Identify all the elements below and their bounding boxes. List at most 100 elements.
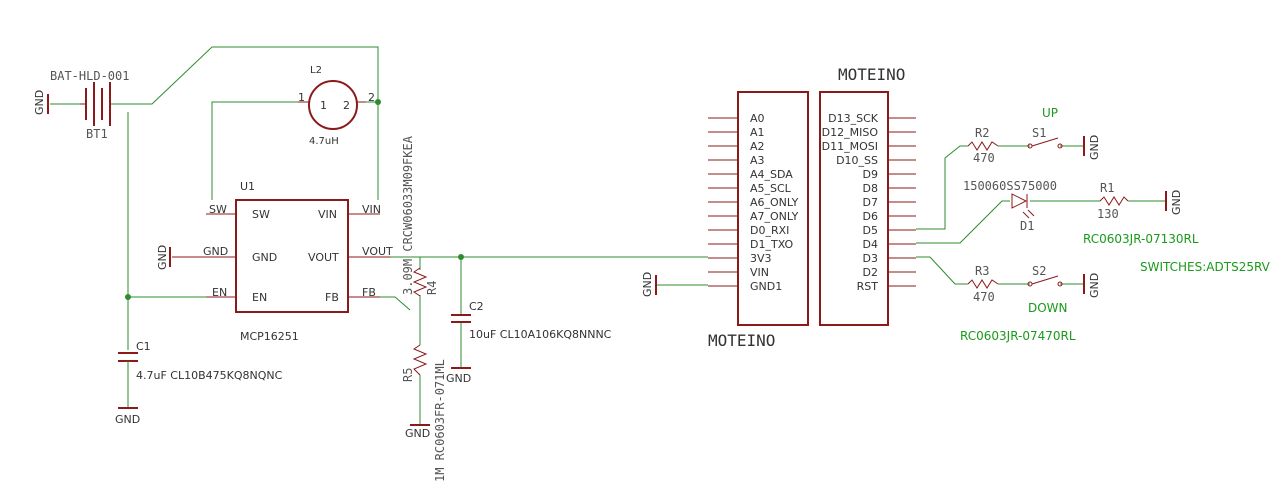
r3-part: RC0603JR-07470RL <box>960 329 1076 343</box>
led-emission-icon <box>1022 211 1030 219</box>
battery-bt1: BAT-HLD-001 BT1 GND <box>33 69 129 141</box>
moteino-right-pin-label: D13_SCK <box>828 112 879 125</box>
moteino-left-pin-label: A1 <box>750 126 765 139</box>
inductor-coil-icon <box>308 80 358 130</box>
moteino-left-body <box>737 91 809 326</box>
inductor-value: 4.7uH <box>309 136 339 147</box>
regulator-pin-sw: SW <box>252 208 270 221</box>
r5-value: 1M RC0603FR-071ML <box>433 359 447 482</box>
moteino-left-pin-label: A5_SCL <box>750 182 792 195</box>
moteino-right-pin-label: D4 <box>863 238 878 251</box>
net-label-en: EN <box>212 286 227 299</box>
moteino-left-title: MOTEINO <box>708 331 775 350</box>
resistor-zigzag-icon <box>412 267 428 297</box>
moteino-left-pin-label: A2 <box>750 140 765 153</box>
moteino-right-pin-label: RST <box>857 280 879 293</box>
moteino-right-pin-label: D12_MISO <box>822 126 879 139</box>
led-diode-icon <box>1011 193 1028 209</box>
r1-ref: R1 <box>1100 181 1114 195</box>
moteino-left-pin-label: D0_RXI <box>750 224 789 237</box>
net-label-gnd: GND <box>203 245 228 258</box>
s1-gnd: GND <box>1088 135 1101 160</box>
moteino-right: MOTEINO D13_SCKD12_MISOD11_MOSID10_SSD9D… <box>819 65 916 326</box>
capacitor-c2: C2 10uF CL10A106KQ8NNNC GND <box>446 300 612 385</box>
resistor-r1: R1 130 GND RC0603JR-07130RL <box>1083 181 1199 246</box>
resistor-zigzag-icon <box>1099 196 1129 206</box>
led-emission-icon <box>1027 209 1035 217</box>
s1-ref: S1 <box>1032 126 1046 140</box>
c1-value: 4.7uF CL10B475KQ8NQNC <box>136 369 283 382</box>
r4-value: 3.09M CRCW06033M09FKEA <box>401 135 415 295</box>
regulator-gnd-symbol-label: GND <box>156 245 169 270</box>
c1-gnd: GND <box>115 413 140 426</box>
s2-gnd: GND <box>1088 273 1101 298</box>
c2-value: 10uF CL10A106KQ8NNNC <box>469 328 612 341</box>
inductor-pin2: 2 <box>368 91 375 104</box>
moteino-gnd: GND <box>641 272 654 297</box>
resistor-r5: R5 1M RC0603FR-071ML GND <box>401 344 447 482</box>
regulator-part: MCP16251 <box>240 330 299 343</box>
switches-part: SWITCHES:ADTS25RV <box>1140 260 1271 274</box>
moteino-right-body <box>819 91 889 326</box>
resistor-r4: 3.09M CRCW06033M09FKEA R4 <box>401 135 439 297</box>
resistor-zigzag-icon <box>412 344 428 376</box>
c1-ref: C1 <box>136 340 151 353</box>
switch-contact-icon <box>1057 143 1063 149</box>
moteino-right-pin-label: D2 <box>863 266 878 279</box>
r5-gnd: GND <box>405 427 430 440</box>
s2-ref: S2 <box>1032 264 1046 278</box>
switch-lever-icon <box>1031 137 1059 147</box>
regulator-pin-vin: VIN <box>318 208 337 221</box>
battery-ref: BT1 <box>86 127 108 141</box>
regulator-pin-vout: VOUT <box>308 251 339 264</box>
inductor-num2: 2 <box>343 99 350 112</box>
capacitor-c1: C1 4.7uF CL10B475KQ8NQNC GND <box>115 340 283 426</box>
regulator-pin-en: EN <box>252 291 267 304</box>
moteino-left-pin-label: A7_ONLY <box>750 210 799 223</box>
moteino-right-pin-label: D7 <box>863 196 878 209</box>
battery-gnd-label: GND <box>33 90 46 115</box>
r5-ref: R5 <box>401 368 415 382</box>
led-part: 150060SS75000 <box>963 179 1057 193</box>
net-label-vin: VIN <box>362 203 381 216</box>
moteino-right-pin-label: D9 <box>863 168 878 181</box>
r3-value: 470 <box>973 290 995 304</box>
switch-s2: S2 DOWN GND <box>1027 264 1101 315</box>
regulator-pin-gnd: GND <box>252 251 277 264</box>
led-ref: D1 <box>1020 219 1034 233</box>
led-d1: 150060SS75000 D1 <box>963 179 1057 233</box>
resistor-r3: R3 470 RC0603JR-07470RL <box>960 264 1076 343</box>
moteino-right-pin-label: D10_SS <box>836 154 878 167</box>
r2-ref: R2 <box>975 126 989 140</box>
r1-value: 130 <box>1097 207 1119 221</box>
r3-ref: R3 <box>975 264 989 278</box>
regulator-pin-fb: FB <box>325 291 339 304</box>
wires <box>50 46 1165 425</box>
c2-ref: C2 <box>469 300 484 313</box>
c2-gnd: GND <box>446 372 471 385</box>
junction-dot <box>458 254 464 260</box>
net-label-vout: VOUT <box>362 245 393 258</box>
r1-gnd: GND <box>1170 190 1183 215</box>
inductor-ref: L2 <box>310 65 322 76</box>
net-label-sw: SW <box>209 203 227 216</box>
moteino-left-pin-label: 3V3 <box>750 252 772 265</box>
moteino-right-pin-label: D6 <box>863 210 878 223</box>
moteino-right-pin-label: D8 <box>863 182 878 195</box>
resistor-zigzag-icon <box>967 141 999 151</box>
r1-part: RC0603JR-07130RL <box>1083 232 1199 246</box>
resistor-zigzag-icon <box>967 279 999 289</box>
s2-label: DOWN <box>1028 301 1068 315</box>
moteino-left-pin-label: GND1 <box>750 280 782 293</box>
r4-ref: R4 <box>425 281 439 295</box>
moteino-left: A0A1A2A3A4_SDAA5_SCLA6_ONLYA7_ONLYD0_RXI… <box>641 91 809 350</box>
resistor-r2: R2 470 <box>967 126 999 165</box>
moteino-right-title: MOTEINO <box>838 65 905 84</box>
moteino-left-pin-label: A3 <box>750 154 765 167</box>
moteino-left-pin-label: A6_ONLY <box>750 196 799 209</box>
moteino-right-pins: D13_SCKD12_MISOD11_MOSID10_SSD9D8D7D6D5D… <box>822 112 916 293</box>
net-label-fb: FB <box>362 286 376 299</box>
moteino-left-pins: A0A1A2A3A4_SDAA5_SCLA6_ONLYA7_ONLYD0_RXI… <box>708 112 799 293</box>
moteino-right-pin-label: D5 <box>863 224 878 237</box>
